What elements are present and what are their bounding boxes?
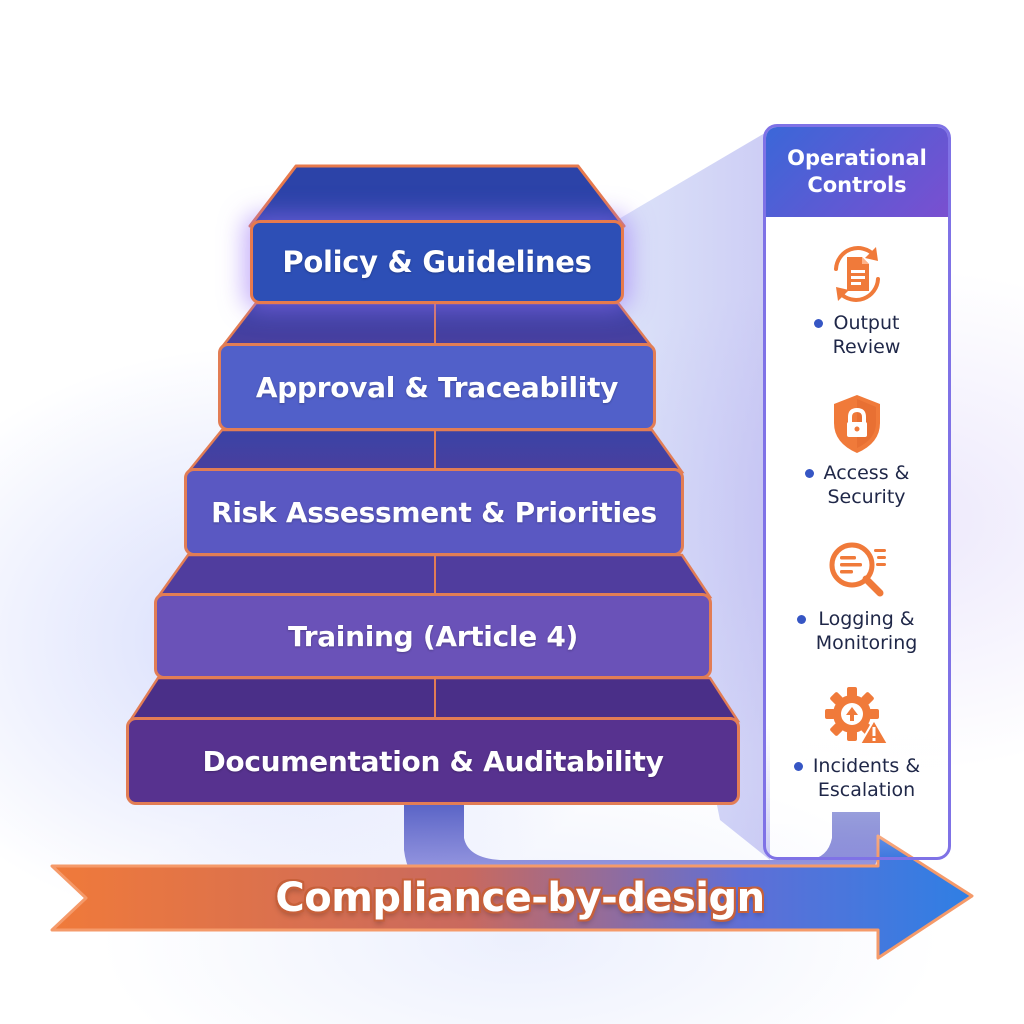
- layer-approval-traceability: Approval & Traceability: [218, 343, 656, 431]
- layer-documentation-auditability: Documentation & Auditability: [126, 717, 740, 805]
- label-line2: Security: [827, 486, 906, 508]
- label-line2: Review: [832, 336, 901, 358]
- bullet-dot: [804, 469, 814, 478]
- document-refresh-icon: [834, 246, 880, 302]
- layer-training: Training (Article 4): [154, 593, 712, 679]
- layer-label: Documentation & Auditability: [202, 744, 664, 778]
- label-line1: Incidents &: [812, 755, 921, 777]
- control-incidents-escalation: Incidents &Escalation: [766, 682, 948, 802]
- label-line1: Logging &: [818, 608, 915, 630]
- layer-label: Policy & Guidelines: [282, 245, 592, 279]
- bullet-dot: [793, 762, 803, 771]
- panel-header: Operational Controls: [766, 127, 948, 217]
- control-label: Incidents &Escalation: [766, 754, 948, 802]
- panel-title-line1: Operational: [787, 146, 927, 170]
- pyramid-top-cap: [248, 164, 626, 228]
- label-line2: Monitoring: [815, 632, 918, 654]
- panel-connector: [600, 130, 770, 860]
- tier-slope-2: [219, 301, 655, 349]
- label-line2: Escalation: [817, 779, 916, 801]
- arrow-label: Compliance-by-design: [275, 875, 765, 921]
- control-access-security: Access &Security: [766, 389, 948, 509]
- layer-label: Training (Article 4): [287, 619, 579, 653]
- control-label: Logging &Monitoring: [766, 607, 948, 655]
- layer-label: Risk Assessment & Priorities: [211, 495, 657, 529]
- gear-warning-icon: [825, 687, 889, 745]
- layer-label: Approval & Traceability: [255, 370, 619, 404]
- control-logging-monitoring: Logging &Monitoring: [766, 535, 948, 655]
- lock-shield-icon: [834, 395, 880, 453]
- label-line1: Access &: [823, 462, 910, 484]
- control-label: Access &Security: [766, 461, 948, 509]
- layer-risk-assessment: Risk Assessment & Priorities: [184, 468, 684, 556]
- log-search-icon: [829, 542, 886, 597]
- layer-policy-guidelines: Policy & Guidelines: [250, 220, 624, 304]
- bullet-dot: [796, 615, 806, 624]
- panel-title-line2: Controls: [807, 173, 907, 197]
- bullet-dot: [813, 319, 823, 328]
- label-line1: Output: [833, 312, 900, 334]
